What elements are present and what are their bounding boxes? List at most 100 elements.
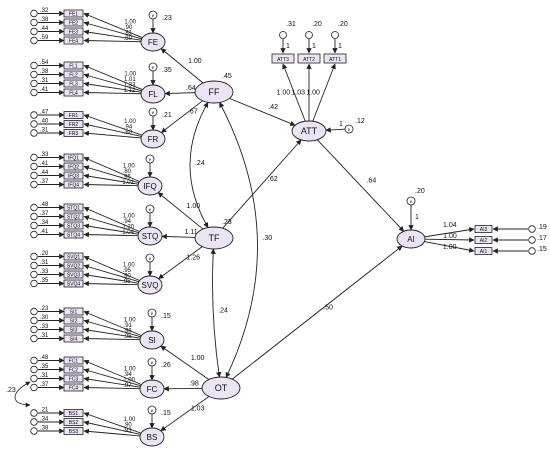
indicator-label-fr1: FR1	[69, 113, 79, 119]
indicator-r2-si3: .33	[40, 324, 49, 330]
latent-node-stq	[137, 226, 163, 246]
loading-label-fr2: .94	[124, 125, 133, 131]
loading-label-svq3: .90	[122, 273, 131, 279]
covariance-ff-tf	[189, 101, 209, 229]
indicator-error-circle	[30, 307, 38, 316]
indicator-box-fl3	[63, 79, 84, 88]
indicator-label-fr2: FR2	[69, 122, 79, 128]
loading-label-bs1: 1.00	[124, 417, 136, 423]
disturbance-label-ai: e	[410, 199, 413, 204]
indicator-r2-fc3: .31	[40, 373, 49, 379]
indicator-label-fe4: FE4	[69, 39, 78, 45]
disturbance-label-fr: e	[152, 110, 155, 115]
path-ff-fl	[164, 90, 196, 97]
indicator-box-si1	[63, 307, 84, 316]
indicator-box-att2	[297, 53, 321, 64]
r2-label-ff: .45	[222, 73, 232, 80]
latent-label-att: ATT	[301, 126, 318, 136]
indicator-r2-stq2: .37	[40, 211, 49, 217]
indicator-r2-ifq3: .44	[40, 170, 49, 176]
indicator-box-stq3	[63, 221, 84, 230]
loading-label-fc4: .97	[123, 383, 132, 389]
loading-label-stq2: .94	[123, 219, 132, 225]
path-label-tf-ifq: 1.00	[187, 203, 201, 210]
indicator-label-svq4: SVQ4	[67, 282, 81, 288]
latent-label-fr: FR	[148, 135, 159, 144]
latent-node-fc	[139, 379, 165, 399]
indicator-r2-fe4: .59	[40, 35, 49, 41]
latent-label-fe: FE	[148, 38, 158, 47]
indicator-label-ai1: AI1	[480, 249, 488, 255]
loading-label-fl4: 1.12	[124, 88, 136, 94]
indicator-label-att2: ATT2	[303, 57, 315, 63]
indicator-box-fe4	[63, 36, 84, 45]
covariance-tf-ot	[210, 248, 222, 378]
indicator-r2-fr2: .40	[40, 119, 49, 125]
indicator-box-stq2	[63, 212, 84, 221]
disturbance-label-fe: e	[152, 13, 155, 18]
indicator-error-circle	[305, 31, 313, 39]
path-ff-fr	[160, 100, 203, 133]
indicator-r2-fe1: .32	[40, 8, 49, 14]
latent-node-att	[291, 120, 327, 142]
latent-label-ot: OT	[215, 383, 228, 393]
loading-label-stq1: 1.00	[123, 213, 135, 219]
indicator-label-si2: SI2	[70, 319, 78, 325]
indicator-box-fe2	[63, 18, 84, 27]
indicator-box-bs1	[63, 409, 84, 417]
loading-label-svq4: .95	[122, 279, 131, 285]
fixed-weight-label: 1	[415, 214, 419, 221]
r2-label-fc: .26	[161, 362, 171, 369]
indicator-error-circle	[30, 356, 38, 365]
indicator-box-fr2	[63, 120, 84, 128]
path-label-ot-fc: .98	[189, 381, 199, 388]
indicator-label-si3: SI3	[70, 328, 78, 334]
indicator-r2-fc1: .48	[40, 355, 49, 361]
indicator-box-svq3	[63, 270, 84, 279]
loading-label-fl1: 1.00	[124, 71, 136, 77]
loading-label-fl3: 1.33	[124, 82, 136, 88]
path-label-tf-svq: 1.26	[186, 255, 200, 262]
indicator-box-fr1	[63, 111, 84, 119]
indicator-error-circle	[30, 79, 38, 88]
indicator-error-circle	[30, 171, 38, 180]
indicator-error-circle	[30, 9, 38, 18]
indicator-label-stq3: STQ3	[67, 224, 80, 230]
indicator-label-fe1: FE1	[69, 12, 78, 18]
loading-arrow-stq3	[83, 223, 139, 235]
loading-label-att2: 1.03	[291, 90, 305, 97]
indicator-label-fr3: FR3	[69, 131, 79, 137]
indicator-label-ifq2: IFQ2	[68, 165, 79, 171]
loading-arrow-si1	[83, 310, 142, 337]
loading-arrow-fc4	[83, 384, 141, 391]
fixed-weight-label: 1	[338, 43, 342, 50]
indicator-error-circle	[30, 70, 38, 79]
indicator-r2-fr3: .31	[40, 128, 49, 134]
indicator-box-fe1	[63, 9, 84, 18]
loading-label-si3: .96	[123, 328, 132, 334]
fixed-weight-label: 1	[286, 43, 290, 50]
latent-label-stq: STQ	[142, 232, 158, 241]
latent-node-fr	[140, 129, 166, 149]
loading-label-fe3: .81	[124, 30, 133, 36]
indicator-box-fc2	[63, 365, 84, 374]
error-covariance-label: .23	[6, 387, 16, 394]
loading-arrow-ai3	[424, 227, 475, 238]
indicator-error-circle	[30, 230, 38, 239]
loading-arrow-stq2	[83, 215, 139, 234]
indicator-r2-fc4: .37	[40, 382, 49, 388]
latent-label-ifq: IFQ	[143, 182, 156, 191]
r2-label-si: .15	[161, 313, 171, 320]
indicator-error-circle	[30, 212, 38, 221]
indicator-r2-fl1: .54	[40, 60, 49, 66]
loading-arrow-fr3	[83, 130, 142, 139]
indicator-box-ai3	[474, 225, 493, 233]
latent-node-svq	[137, 275, 163, 295]
loading-arrow-ai2	[424, 237, 475, 243]
loading-label-ifq1: 1.00	[123, 163, 135, 169]
indicator-error-circle	[30, 383, 38, 392]
indicator-box-stq4	[63, 230, 84, 239]
loading-arrow-fl1	[83, 64, 143, 91]
indicator-r2-att1: .20	[338, 21, 348, 28]
indicator-label-svq3: SVQ3	[67, 273, 81, 279]
